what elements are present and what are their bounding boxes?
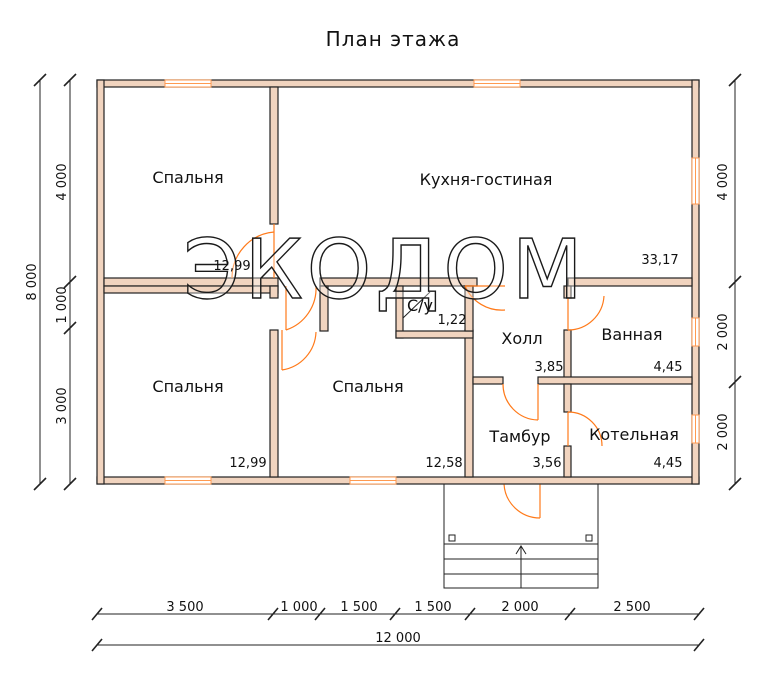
wall-bedroom-kitchen	[269, 86, 279, 225]
door-bedroom-1	[231, 224, 275, 279]
room-name: Спальня	[332, 377, 403, 396]
window	[349, 476, 397, 485]
wall-corridor-stub	[269, 285, 279, 299]
wall-bedroom-bedroom	[269, 329, 279, 478]
post	[448, 534, 456, 542]
dimension-lines	[33, 73, 742, 652]
window	[691, 157, 700, 205]
windows	[164, 79, 700, 485]
room-labels: Спальня 12,99 Кухня-гостиная 33,17 Спаль…	[152, 168, 682, 471]
wc-slash	[402, 291, 431, 319]
post	[585, 534, 593, 542]
wall-hall-bath	[563, 329, 572, 383]
dimension-labels: 3 500 1 000 1 500 1 500 2 000 2 500 12 0…	[25, 163, 731, 646]
window	[164, 476, 212, 485]
window	[691, 317, 700, 347]
room-area: 12,99	[229, 456, 266, 471]
room-name: Спальня	[152, 168, 223, 187]
window	[473, 79, 521, 88]
dim-bottom: 3 500	[166, 600, 203, 615]
wall-bedroom-vestibule	[464, 329, 474, 478]
room-area: 1,22	[438, 313, 467, 328]
room-area: 3,56	[533, 456, 562, 471]
doors	[231, 224, 605, 519]
room-name: Спальня	[152, 377, 223, 396]
porch	[443, 483, 599, 589]
wall-hall-vestibule-right	[537, 376, 693, 385]
arrow-head-icon	[515, 545, 527, 555]
wall-hall-vestibule-left	[472, 376, 504, 385]
dim-left: 1 000	[55, 286, 70, 323]
wall-vestibule-boiler-bottom	[563, 445, 572, 478]
dim-bottom: 1 000	[280, 600, 317, 615]
room-name: Тамбур	[488, 427, 550, 446]
door-hall	[502, 383, 539, 421]
room-area: 33,17	[641, 253, 678, 268]
room-area: 4,45	[654, 360, 683, 375]
wall-vestibule-boiler-top	[563, 383, 572, 413]
dim-right: 4 000	[716, 163, 731, 200]
dim-left-total: 8 000	[25, 263, 40, 300]
room-area: 12,58	[425, 456, 462, 471]
door-bedroom-2	[281, 330, 317, 371]
window	[691, 414, 700, 444]
dim-left: 4 000	[55, 163, 70, 200]
room-name: Кухня-гостиная	[420, 170, 553, 189]
room-area: 3,85	[535, 360, 564, 375]
window	[164, 79, 212, 88]
room-name: Ванная	[601, 325, 662, 344]
door-bath	[567, 295, 605, 331]
dim-right: 2 000	[716, 313, 731, 350]
dim-bottom: 1 500	[340, 600, 377, 615]
door-boiler	[567, 411, 603, 447]
watermark-logo: ЭКОДОМ	[183, 223, 586, 318]
room-name: Холл	[501, 329, 542, 348]
wall-left	[96, 79, 105, 485]
dim-bottom: 1 500	[414, 600, 451, 615]
door-bedroom-3	[285, 285, 317, 331]
wall-corridor-right	[319, 285, 329, 332]
plan-title: План этажа	[326, 27, 461, 51]
room-area: 4,45	[654, 456, 683, 471]
wall-partition-upper-right	[567, 277, 693, 287]
dim-left: 3 000	[55, 387, 70, 424]
wall-wc-bottom	[395, 330, 474, 339]
room-name: Котельная	[589, 425, 679, 444]
room-area: 12,99	[213, 259, 250, 274]
dim-right: 2 000	[716, 413, 731, 450]
walls	[96, 79, 700, 485]
door-wc	[464, 285, 506, 311]
dim-bottom-total: 12 000	[375, 631, 421, 646]
dim-bottom: 2 500	[613, 600, 650, 615]
room-name: С/у	[407, 296, 433, 315]
door-entrance	[503, 483, 541, 519]
dim-bottom: 2 000	[501, 600, 538, 615]
